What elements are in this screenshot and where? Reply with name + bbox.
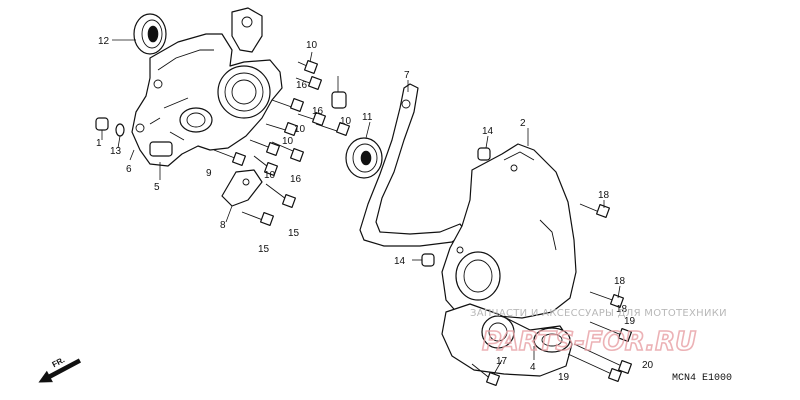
- oil-seal-12: [133, 13, 167, 55]
- callout-19-bottom: 19: [558, 372, 570, 383]
- watermark: ЗАПЧАСТИ И АКСЕССУАРЫ ДЛЯ МОТОТЕХНИКИ PA…: [470, 308, 727, 358]
- callout-10-low: 10: [282, 136, 294, 147]
- callout-4: 4: [530, 362, 536, 373]
- callout-15-right: 15: [288, 228, 300, 239]
- oil-seal-11: [345, 137, 383, 179]
- callout-18-low: 18: [616, 304, 628, 315]
- callout-10-right: 10: [340, 116, 352, 127]
- bracket-8: [221, 169, 263, 207]
- o-ring-13: [115, 123, 125, 137]
- callout-16-top: 16: [296, 80, 308, 91]
- callout-16-bottom: 16: [290, 174, 302, 185]
- callout-10-top: 10: [306, 40, 318, 51]
- collar-3: [331, 91, 347, 109]
- lower-cover-4: [441, 303, 573, 377]
- callout-19-top: 19: [624, 316, 636, 327]
- diagram-code: MCN4 E1000: [672, 373, 732, 384]
- callout-18-top: 18: [598, 190, 610, 201]
- rear-cover-housing: [131, 33, 283, 167]
- callout-13: 13: [110, 146, 122, 157]
- bolts: [213, 59, 633, 387]
- callout-1: 1: [96, 138, 102, 149]
- callout-8: 8: [220, 220, 226, 231]
- dowel-pins-14: [421, 147, 491, 267]
- callout-15-left: 15: [258, 244, 270, 255]
- callout-16-mid: 16: [312, 106, 324, 117]
- front-direction-arrow: FR.: [38, 355, 82, 383]
- callout-labels: 12 10 16 7 11 16 10 10 10 2 14 1 13 6 9 …: [96, 36, 654, 383]
- upper-bracket: [231, 7, 263, 53]
- watermark-logo: PARTS-FOR.RU: [482, 327, 696, 357]
- front-cover-2: [441, 143, 577, 321]
- callout-11: 11: [362, 112, 373, 123]
- callout-10-mid: 10: [294, 124, 306, 135]
- callout-20: 20: [642, 360, 654, 371]
- callout-2: 2: [520, 118, 526, 129]
- callout-18-mid: 18: [614, 276, 626, 287]
- callout-14-top: 14: [482, 126, 494, 137]
- callout-14-bottom: 14: [394, 256, 406, 267]
- callout-5: 5: [154, 182, 160, 193]
- dowel-pin-1: [95, 117, 109, 131]
- callout-9: 9: [206, 168, 212, 179]
- callout-7: 7: [404, 70, 410, 81]
- callout-10-bottom: 10: [264, 170, 276, 181]
- callout-12: 12: [98, 36, 110, 47]
- watermark-caption: ЗАПЧАСТИ И АКСЕССУАРЫ ДЛЯ МОТОТЕХНИКИ: [470, 308, 727, 319]
- callout-17: 17: [496, 356, 508, 367]
- callout-6: 6: [126, 164, 132, 175]
- leader-lines: [101, 39, 621, 375]
